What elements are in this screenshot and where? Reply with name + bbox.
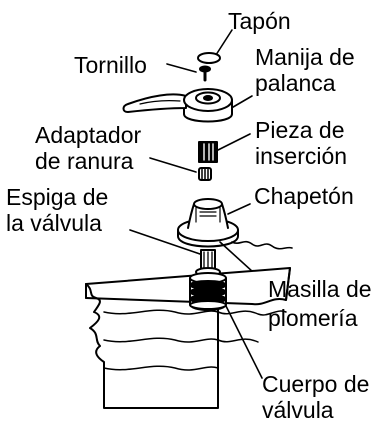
leader-pieza (217, 133, 251, 151)
label-manija-line1: Manija de (255, 44, 355, 70)
leader-espiga (129, 229, 201, 255)
leader-tornillo (166, 63, 197, 73)
label-espiga-line1: Espiga de (6, 184, 109, 210)
valve-body-shape (189, 267, 227, 311)
leader-chapeton (227, 203, 251, 215)
label-pieza-line2: inserción (255, 143, 348, 169)
label-espiga-line2: la válvula (6, 210, 102, 236)
leader-tapon (213, 29, 233, 59)
label-manija-line2: palanca (255, 70, 336, 96)
label-adaptador-line1: Adaptador (35, 122, 142, 148)
escutcheon-shape (177, 198, 239, 248)
label-cuerpo-line1: Cuerpo de (262, 371, 370, 397)
lever-handle-shape (122, 88, 233, 123)
label-adaptador-line2: de ranura (35, 148, 134, 174)
label-pieza-line1: Pieza de (255, 117, 345, 143)
label-masilla-line1: Masilla de (268, 276, 372, 302)
putty-line-shape (231, 240, 293, 250)
spline-adapter-shape (198, 167, 212, 181)
label-masilla-line2: plomería (268, 305, 358, 331)
insert-piece-shape (198, 141, 218, 163)
leader-adaptador (149, 157, 197, 173)
cap-shape (197, 52, 221, 64)
label-chapeton: Chapetón (254, 183, 354, 209)
label-tapon: Tapón (228, 8, 291, 34)
label-tornillo: Tornillo (74, 52, 147, 78)
screw-shape (199, 65, 211, 82)
label-cuerpo-line2: válvula (262, 397, 334, 423)
counter-block-shape (85, 267, 291, 409)
leader-lines (129, 29, 265, 379)
leader-cuerpo (225, 305, 263, 379)
